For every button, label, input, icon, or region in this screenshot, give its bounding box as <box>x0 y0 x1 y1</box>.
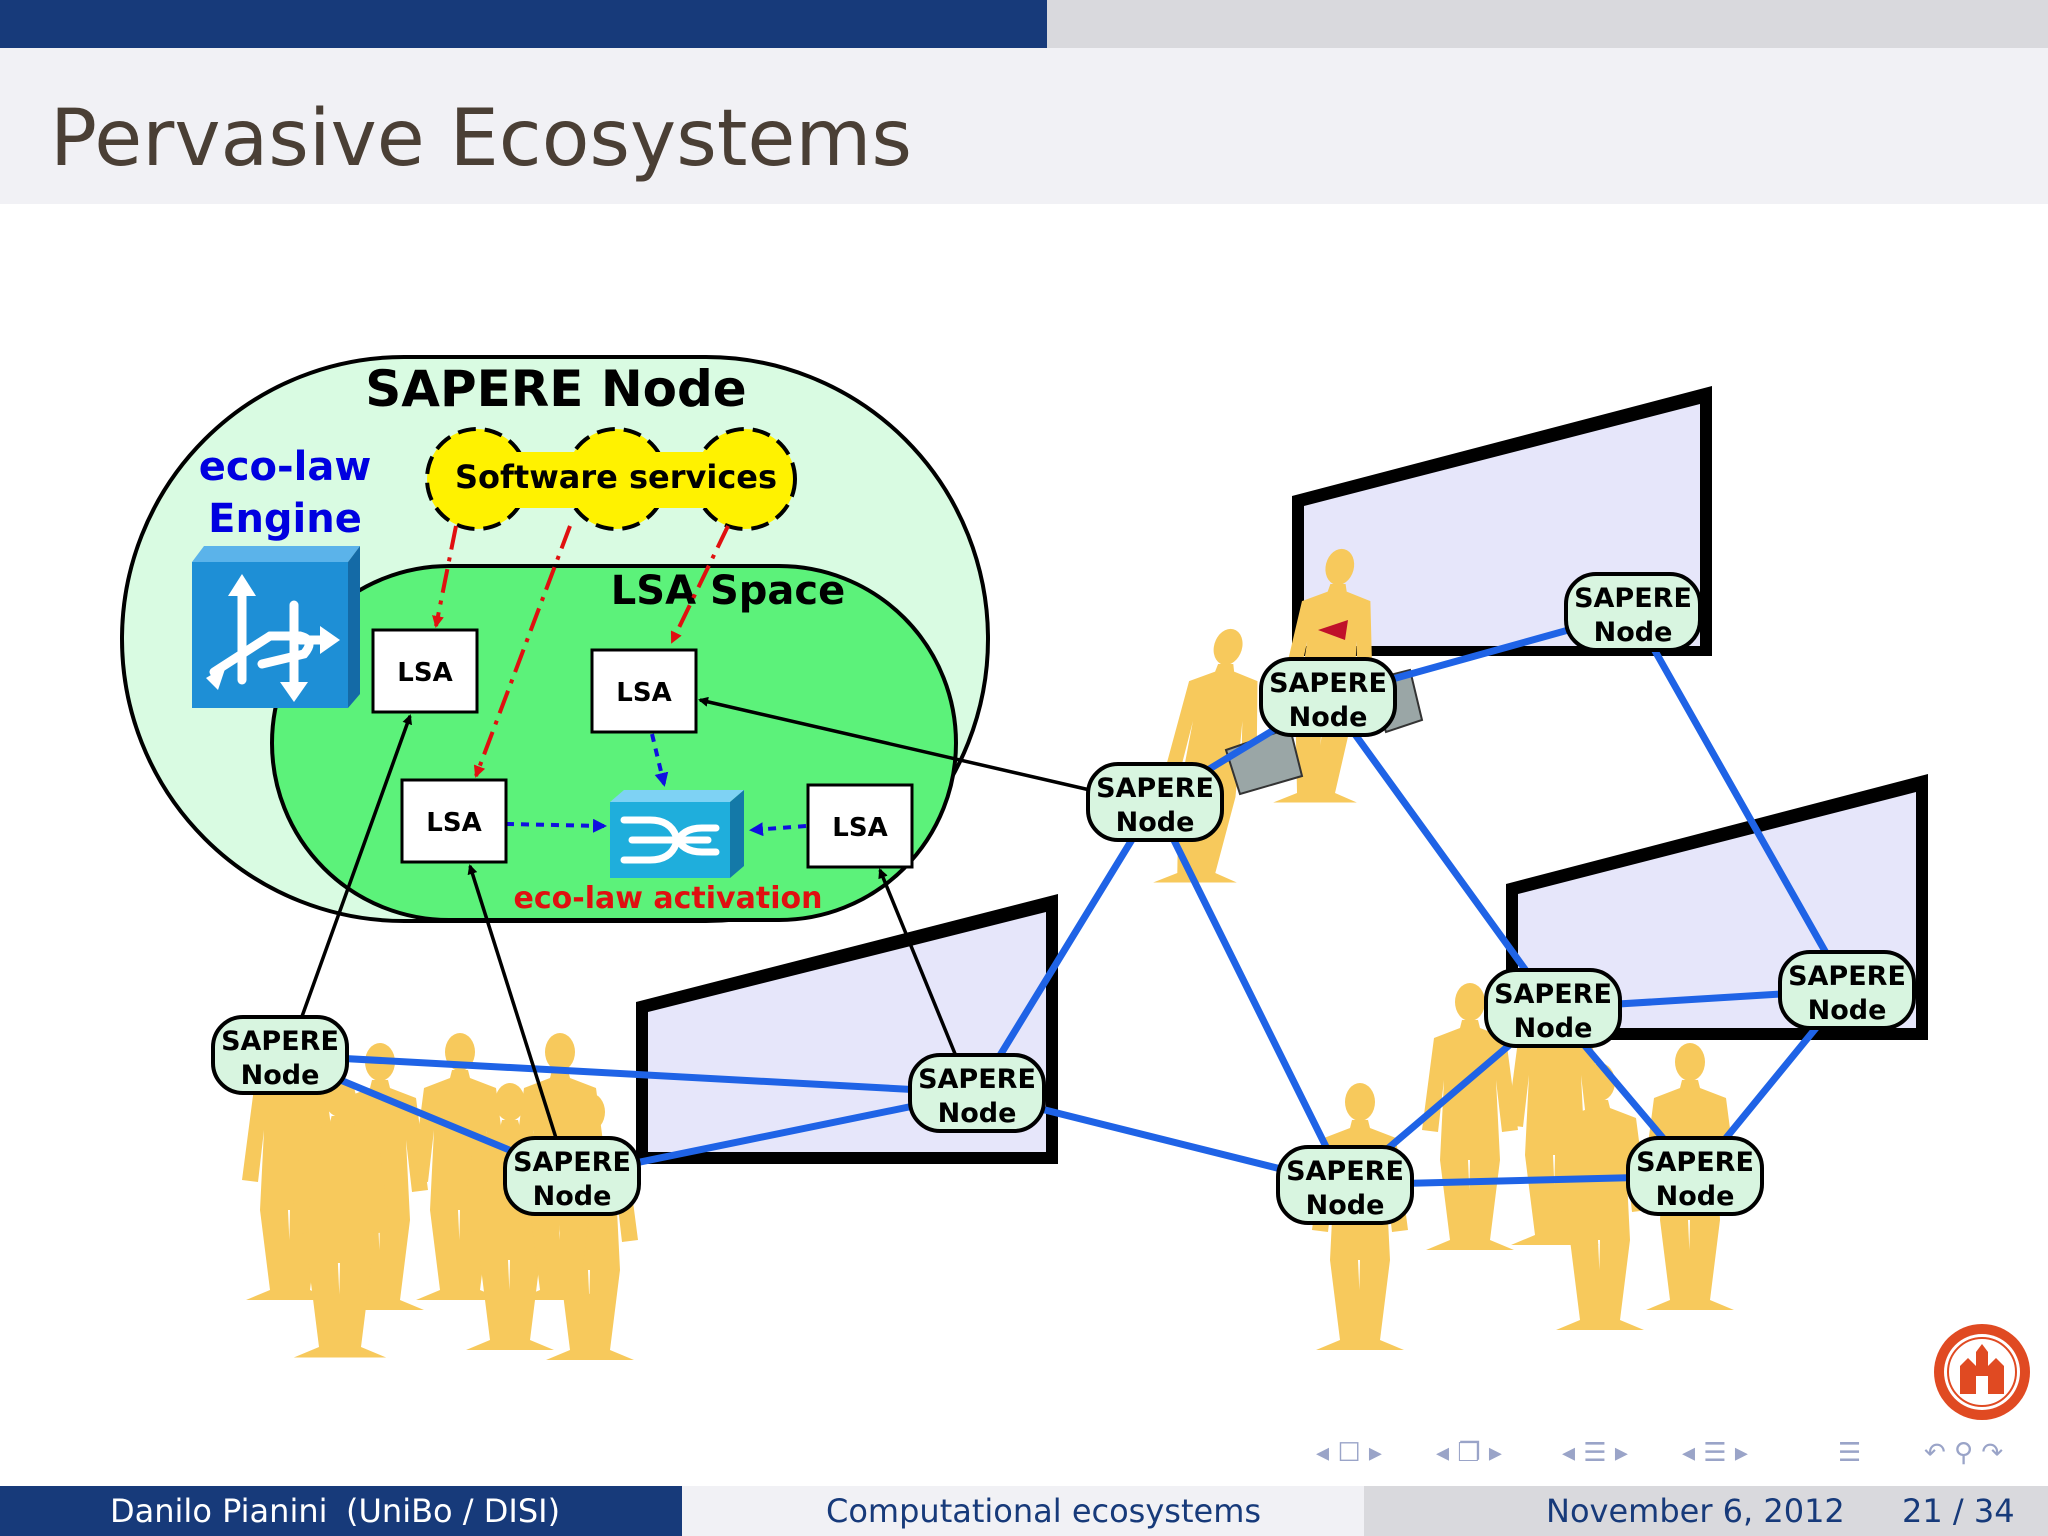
lsa-label: LSA <box>832 813 887 843</box>
sapere-node-label-line1: SAPERE <box>1574 583 1692 614</box>
nav-slide-controls[interactable]: ◂ ☐ ▸ <box>1316 1438 1382 1468</box>
sapere-node-title: SAPERE Node <box>365 360 746 418</box>
sapere-node-label-line1: SAPERE <box>918 1064 1036 1095</box>
eco-law-engine-label-line2: Engine <box>208 496 362 542</box>
footer-author-block: Danilo Pianini (UniBo / DISI) <box>0 1486 682 1536</box>
sapere-node-label-line1: SAPERE <box>221 1026 339 1057</box>
footer-title-block: Computational ecosystems <box>682 1486 1364 1536</box>
sapere-node-label-line1: SAPERE <box>1286 1156 1404 1187</box>
sapere-node-label-line1: SAPERE <box>1269 668 1387 699</box>
node-to-lsa-arrows <box>298 696 1091 1139</box>
page-title: Pervasive Ecosystems <box>50 94 913 184</box>
sapere-node-label-line2: Node <box>1656 1181 1735 1212</box>
nav-outline-icon[interactable]: ☰ <box>1838 1438 1862 1468</box>
eco-law-engine-label-line1: eco-law <box>199 444 372 490</box>
nav-search-undo-icons[interactable]: ↶ ⚲ ↷ <box>1924 1438 2004 1468</box>
lsa-box: LSA <box>806 783 914 869</box>
lsa-box: LSA <box>590 648 698 734</box>
footer-page-number: 21 / 34 <box>1902 1492 2015 1530</box>
progress-bar <box>0 0 2048 48</box>
eco-law-activation-label: eco-law activation <box>514 881 823 916</box>
sapere-node-label-line1: SAPERE <box>1096 773 1214 804</box>
sapere-node-label-line2: Node <box>1116 807 1195 838</box>
sapere-node-label-line2: Node <box>1289 702 1368 733</box>
footer-author: Danilo Pianini <box>110 1492 328 1530</box>
lsa-label: LSA <box>397 658 452 688</box>
footer-affiliation: (UniBo / DISI) <box>346 1492 561 1530</box>
nav-subsection-controls[interactable]: ◂ ☰ ▸ <box>1562 1438 1628 1468</box>
progress-bar-fill <box>0 0 1047 48</box>
sapere-node-label-line1: SAPERE <box>1636 1147 1754 1178</box>
footer-date: November 6, 2012 <box>1546 1492 1845 1530</box>
sapere-node-label-line1: SAPERE <box>513 1147 631 1178</box>
lsa-space-label: LSA Space <box>611 568 845 614</box>
sapere-node-label-line2: Node <box>1514 1013 1593 1044</box>
sapere-node-label-line2: Node <box>1594 617 1673 648</box>
software-services-label: Software services <box>455 458 777 496</box>
university-seal-icon <box>1934 1324 2030 1420</box>
sapere-node-label-line2: Node <box>1808 995 1887 1026</box>
switch-icon <box>610 790 744 878</box>
sapere-node-label-line2: Node <box>938 1098 1017 1129</box>
lsa-box: LSA <box>400 778 508 864</box>
sapere-node-label-line1: SAPERE <box>1494 979 1612 1010</box>
software-services: Software services <box>425 427 797 531</box>
footer-date-block: November 6, 2012 21 / 34 <box>1364 1486 2048 1536</box>
sapere-node-label-line2: Node <box>533 1181 612 1212</box>
service-arrows <box>432 525 730 778</box>
sapere-node-label-line1: SAPERE <box>1788 961 1906 992</box>
lsa-label: LSA <box>616 678 671 708</box>
sapere-node-label-line2: Node <box>1306 1190 1385 1221</box>
router-icon <box>192 546 360 708</box>
footer-talk-title: Computational ecosystems <box>826 1492 1262 1530</box>
activation-arrows <box>505 733 807 837</box>
lsa-box: LSA <box>371 628 479 714</box>
lsa-label: LSA <box>426 808 481 838</box>
title-bar: Pervasive Ecosystems <box>0 48 2048 204</box>
footer: Danilo Pianini (UniBo / DISI) Computatio… <box>0 1486 2048 1536</box>
nav-frame-controls[interactable]: ◂ ❐ ▸ <box>1436 1438 1502 1468</box>
nav-section-controls[interactable]: ◂ ☰ ▸ <box>1682 1438 1748 1468</box>
sapere-node-label-line2: Node <box>241 1060 320 1091</box>
